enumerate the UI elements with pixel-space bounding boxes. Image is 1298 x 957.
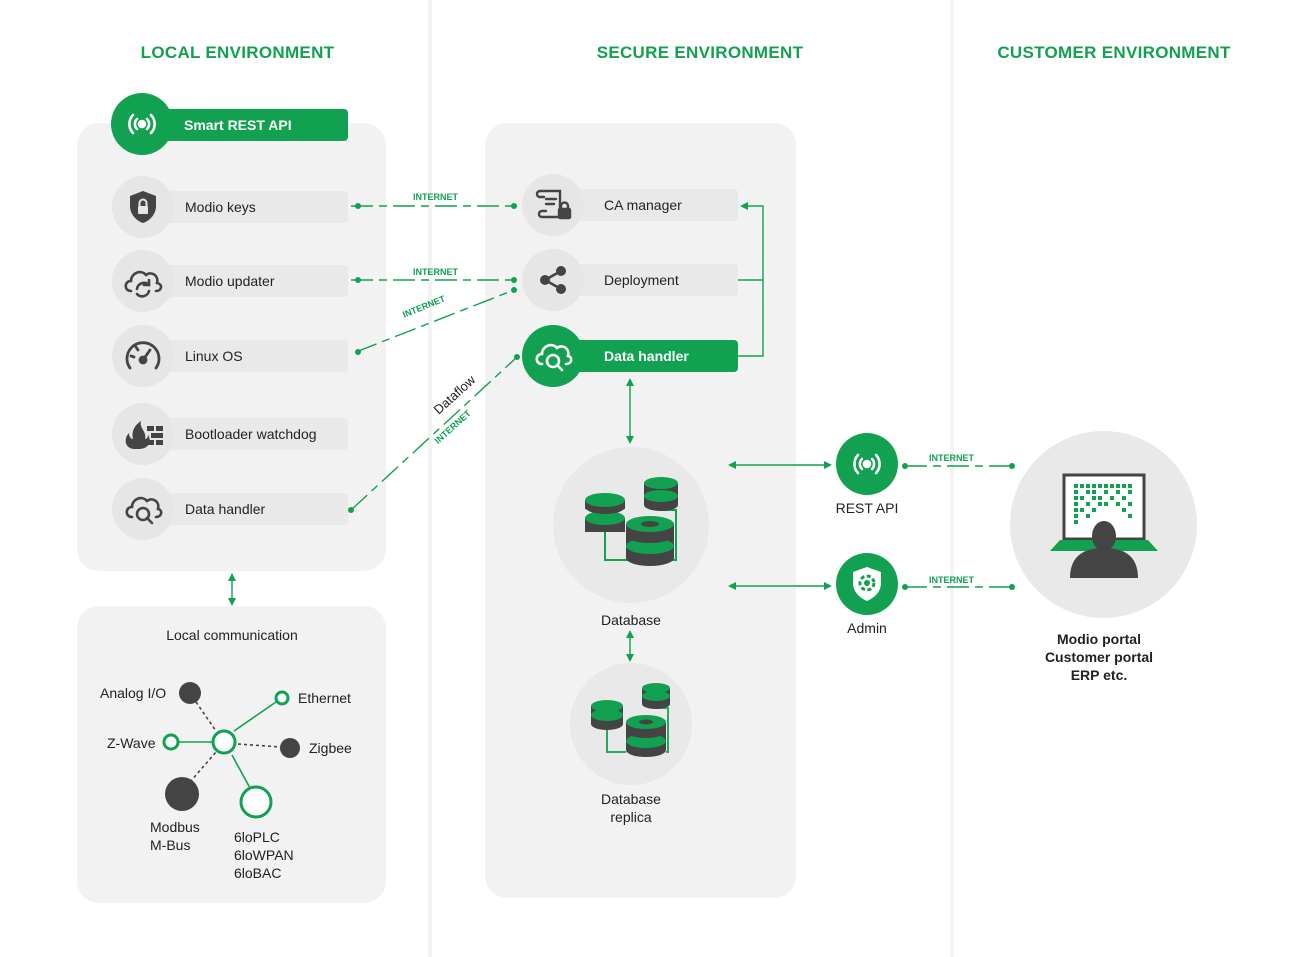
hub-node — [211, 729, 237, 755]
link-datahandler-dataflow — [350, 357, 517, 511]
customer-line-1: Modio portal — [1057, 631, 1141, 647]
linux-os-item[interactable]: Linux OS — [161, 340, 348, 372]
smart-rest-api-header[interactable]: Smart REST API — [160, 109, 348, 141]
link-linux-deployment — [355, 289, 515, 353]
column-divider-right — [950, 0, 954, 957]
ca-manager-label: CA manager — [604, 197, 682, 213]
secure-data-handler-item[interactable]: Data handler — [572, 340, 738, 372]
modbus-line-1: Modbus — [150, 819, 200, 835]
plc-line-3: 6loBAC — [234, 865, 282, 881]
secure-environment-title: SECURE ENVIRONMENT — [596, 43, 804, 62]
certificate-icon — [522, 174, 584, 236]
replica-line-1: Database — [601, 791, 661, 807]
local-communication-title: Local communication — [166, 627, 298, 643]
analog-node — [179, 682, 201, 704]
deployment-item[interactable]: Deployment — [572, 264, 738, 296]
secure-data-handler-label: Data handler — [604, 348, 689, 364]
rest-api-label: REST API — [835, 500, 899, 516]
shield-lock-icon — [112, 176, 174, 238]
modio-keys-label: Modio keys — [185, 199, 256, 215]
admin-node[interactable] — [836, 553, 898, 615]
replica-line-2: replica — [610, 809, 652, 825]
admin-label: Admin — [847, 620, 887, 636]
internet-label-admin: INTERNET — [929, 575, 974, 585]
ca-manager-item[interactable]: CA manager — [572, 189, 738, 221]
customer-environment-title: CUSTOMER ENVIRONMENT — [997, 43, 1231, 62]
modbus-line-2: M-Bus — [150, 837, 191, 853]
internet-label-restapi: INTERNET — [929, 453, 974, 463]
plc-node — [239, 785, 273, 819]
cloud-refresh-icon — [112, 250, 174, 312]
customer-line-3: ERP etc. — [1070, 667, 1128, 683]
internet-label-keys: INTERNET — [413, 192, 458, 202]
ethernet-label: Ethernet — [298, 690, 351, 706]
plc-label: 6loPLC 6loWPAN 6loBAC — [234, 828, 294, 882]
rest-api-node[interactable] — [836, 433, 898, 495]
modio-updater-label: Modio updater — [185, 273, 275, 289]
column-divider-left — [428, 0, 432, 957]
speedometer-icon — [112, 325, 174, 387]
bracket-secure — [738, 202, 764, 357]
database-label: Database — [601, 612, 661, 628]
local-communication-panel — [77, 606, 386, 903]
modio-keys-item[interactable]: Modio keys — [161, 191, 348, 223]
analog-io-label: Analog I/O — [100, 685, 167, 701]
bootloader-watchdog-item[interactable]: Bootloader watchdog — [161, 418, 348, 450]
customer-label: Modio portal Customer portal ERP etc. — [1029, 630, 1169, 684]
modio-updater-item[interactable]: Modio updater — [161, 265, 348, 297]
linux-os-label: Linux OS — [185, 348, 243, 364]
plc-line-1: 6loPLC — [234, 829, 280, 845]
smart-rest-api-icon — [111, 93, 173, 155]
zwave-node — [162, 733, 180, 751]
secure-cloud-search-icon — [522, 325, 584, 387]
bootloader-watchdog-label: Bootloader watchdog — [185, 426, 317, 442]
modbus-label: Modbus M-Bus — [150, 818, 200, 854]
zigbee-label: Zigbee — [309, 740, 352, 756]
internet-label-updater: INTERNET — [413, 267, 458, 277]
zigbee-node — [280, 738, 300, 758]
replica-label: Database replica — [581, 790, 681, 826]
modbus-node — [165, 777, 199, 811]
share-icon — [522, 249, 584, 311]
plc-line-2: 6loWPAN — [234, 847, 294, 863]
deployment-label: Deployment — [604, 272, 679, 288]
ethernet-node — [274, 690, 290, 706]
firewall-flame-icon — [112, 403, 174, 465]
customer-line-2: Customer portal — [1044, 649, 1154, 665]
cloud-search-icon — [112, 478, 174, 540]
local-data-handler-item[interactable]: Data handler — [161, 493, 348, 525]
local-environment-title: LOCAL ENVIRONMENT — [140, 43, 335, 62]
local-data-handler-label: Data handler — [185, 501, 266, 517]
zwave-label: Z-Wave — [107, 735, 156, 751]
